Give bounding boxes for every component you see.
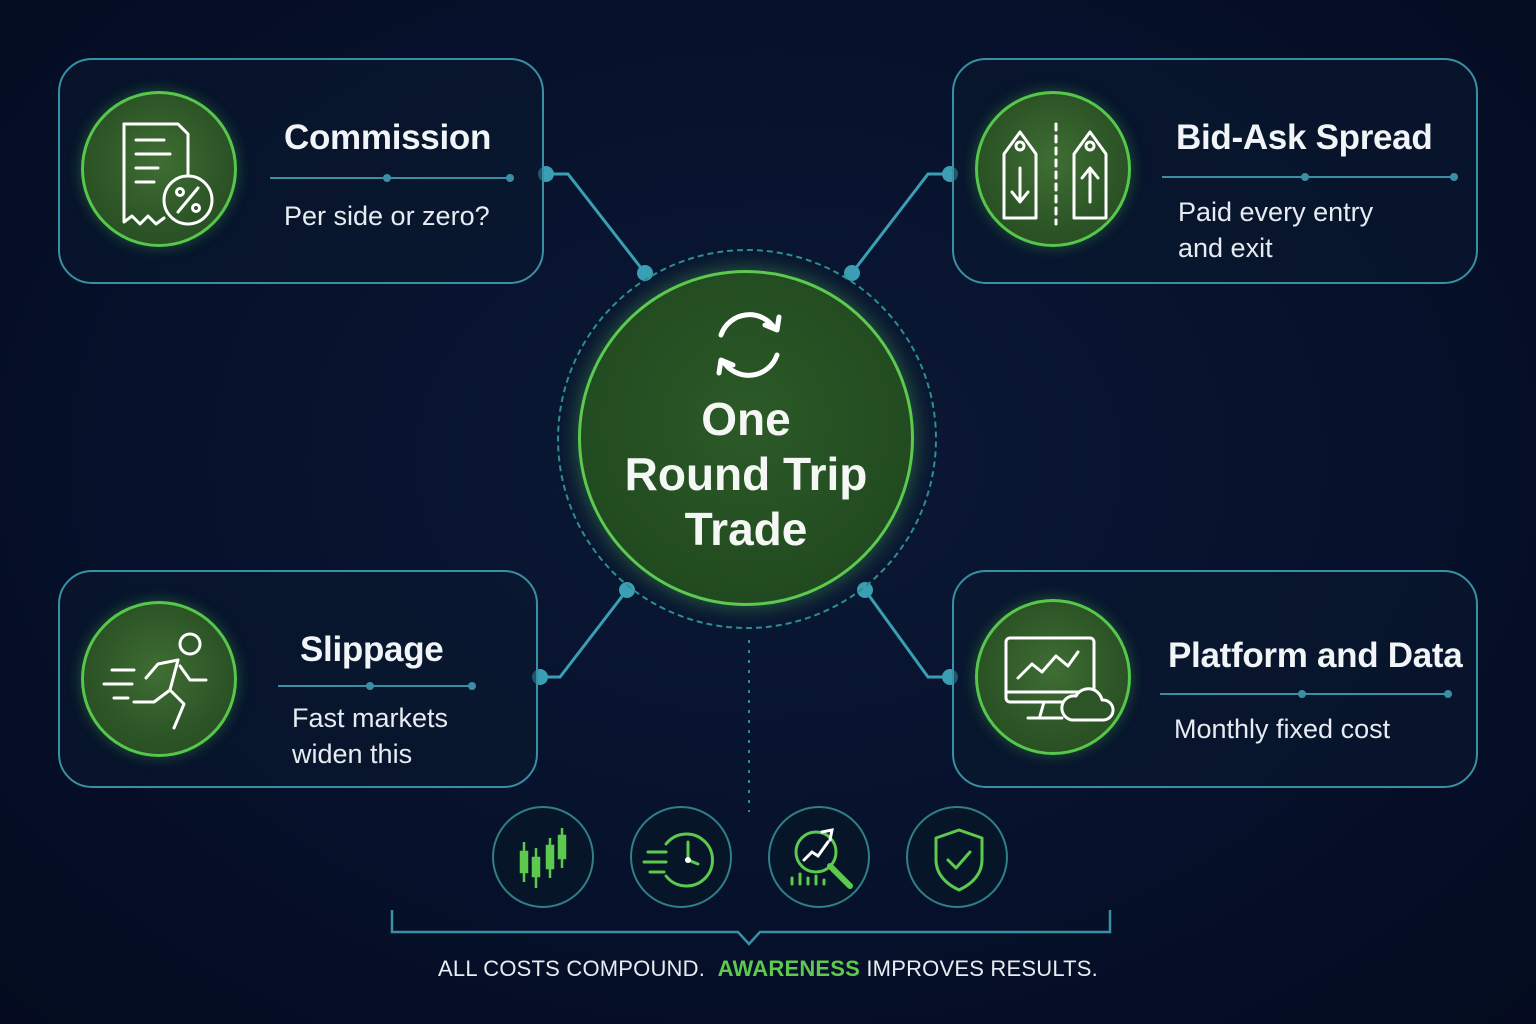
- platform-divider: [1160, 690, 1452, 698]
- center-dashed-ring: [557, 249, 937, 629]
- bracket: [390, 910, 1112, 946]
- footer-text-part2: IMPROVES RESULTS.: [866, 956, 1098, 981]
- spread-description: Paid every entry and exit: [1178, 194, 1373, 266]
- slippage-icon-circle: [81, 601, 237, 757]
- receipt-percent-icon: [122, 122, 214, 226]
- slippage-description: Fast markets widen this: [292, 700, 448, 772]
- connector-spread: [850, 172, 950, 274]
- platform-icon-circle: [975, 599, 1131, 755]
- platform-description: Monthly fixed cost: [1174, 711, 1390, 747]
- description-line: Per side or zero?: [284, 201, 490, 231]
- price-tags-up-down-icon: [1002, 122, 1108, 226]
- commission-description: Per side or zero?: [284, 198, 490, 234]
- spread-title: Bid-Ask Spread: [1176, 118, 1433, 157]
- monitor-cloud-chart-icon: [1004, 636, 1115, 722]
- platform-title: Platform and Data: [1168, 636, 1463, 675]
- description-line: Fast markets: [292, 703, 449, 733]
- center-title-line: Trade: [684, 503, 808, 555]
- center-title-line: One: [701, 393, 791, 445]
- commission-title: Commission: [284, 118, 492, 157]
- bottom-icon-candlestick: [492, 806, 594, 908]
- shield-check-icon: [934, 828, 984, 892]
- bottom-icon-clock: [630, 806, 732, 908]
- card-commission: Commission Per side or zero?: [58, 58, 544, 284]
- commission-divider: [270, 174, 514, 182]
- refresh-cycle-icon: [716, 312, 782, 378]
- center-circle: [578, 270, 914, 606]
- center-title-line: Round Trip: [624, 448, 868, 500]
- card-slippage: Slippage Fast markets widen this: [58, 570, 538, 788]
- bottom-icon-shield: [906, 806, 1008, 908]
- card-bid-ask-spread: Bid-Ask Spread Paid every entry and exit: [952, 58, 1478, 284]
- footer-text-part1: ALL COSTS COMPOUND.: [438, 956, 706, 981]
- bottom-icon-magnifier: [768, 806, 870, 908]
- spread-divider: [1162, 173, 1458, 181]
- footer-highlight: AWARENESS: [717, 956, 861, 981]
- description-line: Monthly fixed cost: [1174, 714, 1391, 744]
- card-platform-and-data: Platform and Data Monthly fixed cost: [952, 570, 1478, 788]
- connector-commission: [546, 172, 647, 274]
- slippage-divider: [278, 682, 476, 690]
- spread-icon-circle: [975, 91, 1131, 247]
- footer-tagline: ALL COSTS COMPOUND. AWARENESS IMPROVES R…: [0, 956, 1536, 982]
- candlestick-chart-icon: [519, 828, 567, 888]
- fast-clock-icon: [642, 832, 714, 888]
- description-line: Paid every entry: [1178, 197, 1374, 227]
- commission-icon-circle: [81, 91, 237, 247]
- center-title: One Round Trip Trade: [578, 392, 914, 557]
- running-person-icon: [102, 632, 208, 730]
- description-line: and exit: [1178, 233, 1273, 263]
- slippage-title: Slippage: [300, 630, 444, 669]
- magnifier-analysis-icon: [790, 828, 853, 889]
- description-line: widen this: [292, 739, 413, 769]
